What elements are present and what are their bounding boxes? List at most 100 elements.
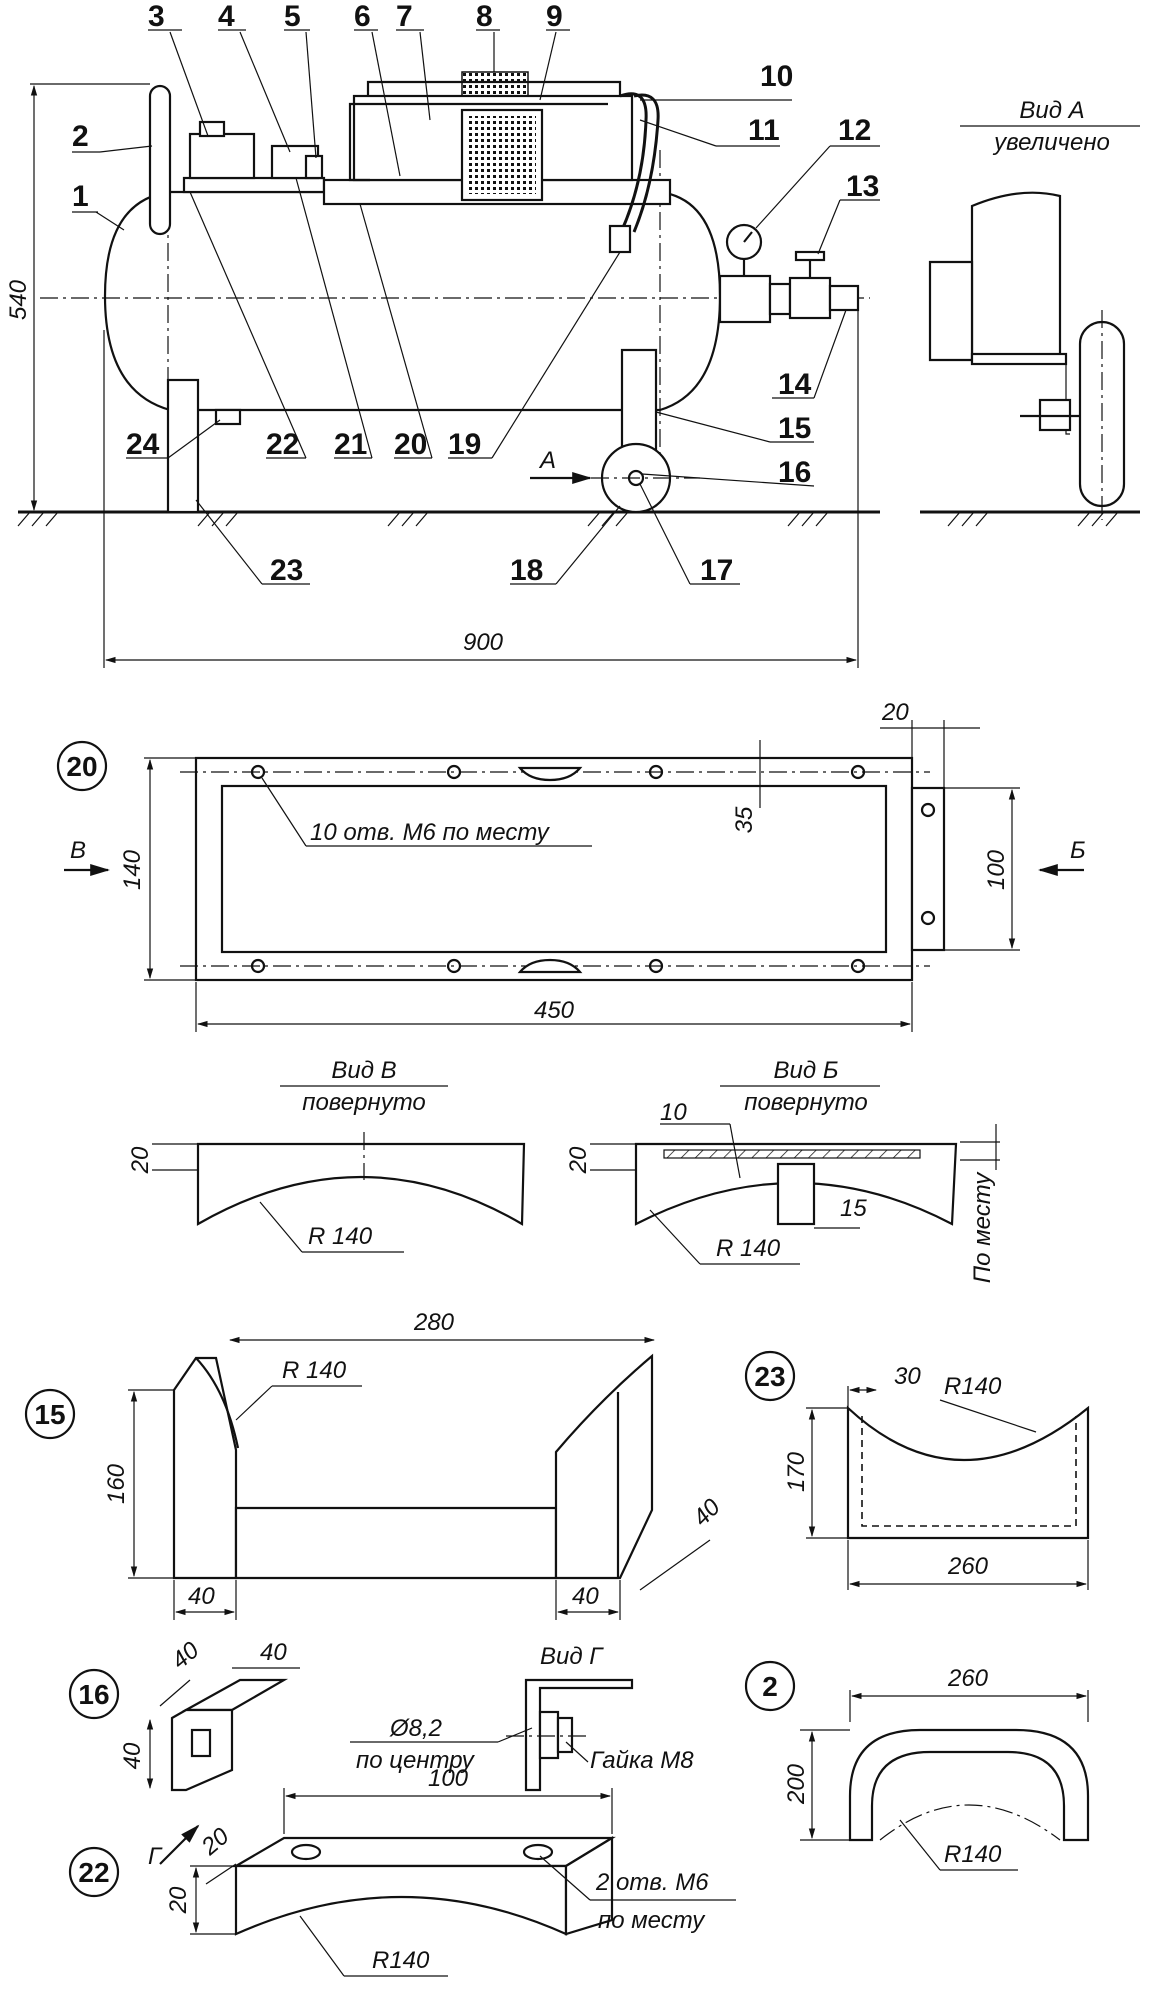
callout-15: 15: [778, 412, 811, 445]
part-22-dim-20b: 20: [165, 1886, 192, 1914]
part-15-dim-40b: 40: [572, 1583, 599, 1610]
platform-plate: [182, 176, 326, 194]
outlet-pipe: [828, 284, 860, 312]
part-20-id: 20: [66, 751, 97, 782]
main-assembly-view: 540 900 A 3 4 5 6 7 8 9 10: [5, 0, 1140, 668]
part-2-radius: R140: [944, 1841, 1002, 1868]
callout-18: 18: [510, 554, 543, 587]
part-23-dim-260: 260: [947, 1553, 989, 1580]
part-2-handle: 2 260 200 R140: [744, 1660, 1090, 1871]
part-20-dim-35: 35: [731, 806, 758, 833]
callout-17: 17: [700, 554, 733, 587]
part-22-holes: 2 отв. М6: [595, 1869, 709, 1896]
callout-23: 23: [270, 554, 303, 587]
pressure-switch: [188, 132, 256, 180]
callout-22: 22: [266, 428, 299, 461]
part-22-holes-sub: по месту: [598, 1907, 706, 1934]
part-16-diam-sub: по центру: [356, 1747, 476, 1774]
part-2-dim-260: 260: [947, 1665, 989, 1692]
callout-14: 14: [778, 368, 812, 401]
arrow-g-label: Г: [148, 1843, 163, 1870]
part-16-axle-plate: 16 40 40 40 Г Вид Г Ø8,2 по центру Гайка…: [68, 1636, 694, 1870]
callout-13: 13: [846, 170, 879, 203]
part-20-dim-20: 20: [881, 699, 909, 726]
part-22-dim-20a: 20: [196, 1822, 235, 1861]
arrow-b-label: Б: [1070, 837, 1086, 864]
callout-7: 7: [396, 0, 413, 33]
part-15-id: 15: [34, 1399, 65, 1430]
part-22-id: 22: [78, 1857, 109, 1888]
part-15-dim-280: 280: [413, 1309, 455, 1336]
view-v-title: Вид В: [331, 1057, 396, 1084]
arrow-a-label: A: [538, 447, 556, 474]
part-23-dim-170: 170: [783, 1451, 810, 1492]
view-b-dim-15: 15: [840, 1195, 867, 1222]
part-callouts: 3 4 5 6 7 8 9 10 11 12 13 1 2 1: [72, 0, 880, 587]
rear-support: [166, 378, 200, 514]
callout-4: 4: [218, 0, 235, 33]
cooling-fins: [461, 71, 529, 97]
view-b-title: Вид Б: [774, 1057, 839, 1084]
callout-10: 10: [760, 60, 793, 93]
part-20-dim-100: 100: [983, 849, 1010, 890]
view-a: Вид А увеличено: [920, 97, 1140, 527]
callout-5: 5: [284, 0, 301, 33]
part-15-radius: R 140: [282, 1357, 347, 1384]
part-16-nut: Гайка М8: [590, 1747, 694, 1774]
dimension-900: 900: [103, 310, 859, 668]
part-23-radius: R140: [944, 1373, 1002, 1400]
callout-8: 8: [476, 0, 493, 33]
view-b-po-mestu: По месту: [969, 1171, 996, 1283]
view-v-dim-20: 20: [127, 1146, 154, 1174]
part-16-diam: Ø8,2: [389, 1715, 442, 1742]
callout-6: 6: [354, 0, 371, 33]
part-20-dim-140: 140: [119, 849, 146, 890]
view-v-subtitle: повернуто: [302, 1089, 426, 1116]
dimension-540: 540: [5, 83, 150, 512]
view-b-dim-10: 10: [660, 1099, 687, 1126]
handle: [148, 84, 172, 236]
view-b: Вид Б повернуто 20 10 15 R 140 По месту: [565, 1057, 1000, 1283]
view-a-subtitle: увеличено: [992, 129, 1110, 156]
dim-540-text: 540: [5, 279, 32, 320]
dim-900-text: 900: [463, 629, 504, 656]
part-20-holes-note: 10 отв. М6 по месту: [310, 819, 551, 846]
part-16-id: 16: [78, 1679, 109, 1710]
part-22-radius: R140: [372, 1947, 430, 1974]
callout-11: 11: [748, 114, 780, 147]
callout-9: 9: [546, 0, 563, 33]
valve: [788, 276, 832, 320]
part-16-dim-40a: 40: [167, 1636, 205, 1674]
view-v-radius: R 140: [308, 1223, 373, 1250]
callout-20: 20: [394, 428, 427, 461]
part-20-frame: 20 450 140 100 20 35 10 отв. М6 по месту: [56, 699, 1086, 1032]
arrow-v-label: В: [70, 837, 86, 864]
part-23-support: 23 30 R140 170 260: [744, 1350, 1090, 1590]
part-15-bracket: 15 280 160 R 140 40 40 40: [24, 1309, 726, 1620]
callout-2: 2: [72, 120, 89, 153]
callout-19: 19: [448, 428, 481, 461]
part-15-dim-40a: 40: [188, 1583, 215, 1610]
callout-1: 1: [72, 180, 89, 213]
part-15-dim-40c: 40: [688, 1493, 726, 1531]
part-22-dim-100: 100: [428, 1765, 469, 1792]
part-16-dim-40b: 40: [260, 1639, 287, 1666]
part-22-bracket: 22 100 20 20 2 отв. М6 по месту R140: [68, 1765, 736, 1977]
part-23-dim-30: 30: [894, 1363, 921, 1390]
part-23-id: 23: [754, 1361, 785, 1392]
part-20-dim-450: 450: [534, 997, 575, 1024]
callout-12: 12: [838, 114, 871, 147]
ground-line: [17, 510, 880, 527]
callout-21: 21: [334, 428, 367, 461]
part-2-dim-200: 200: [783, 1763, 810, 1805]
view-v: Вид В повернуто 20 R 140: [127, 1057, 526, 1253]
callout-3: 3: [148, 0, 165, 33]
mount-holes: [250, 764, 936, 974]
view-a-title: Вид А: [1019, 97, 1084, 124]
part-15-dim-160: 160: [103, 1463, 130, 1504]
view-b-subtitle: повернуто: [744, 1089, 868, 1116]
view-g-title: Вид Г: [540, 1643, 604, 1670]
view-b-dim-20: 20: [565, 1146, 592, 1174]
